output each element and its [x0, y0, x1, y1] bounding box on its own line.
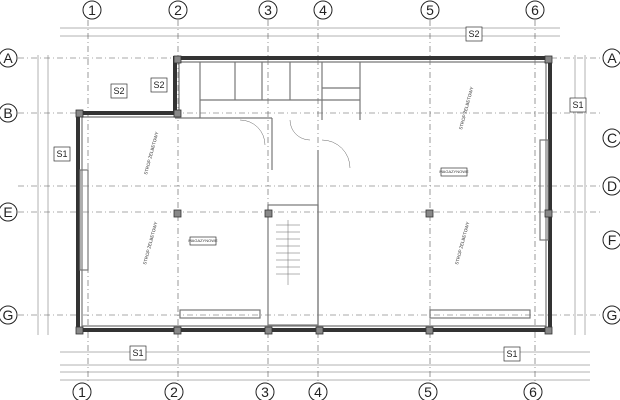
svg-text:1: 1 — [88, 2, 96, 18]
column-axis-markers-bottom: 1 2 3 4 5 6 — [72, 382, 543, 400]
svg-text:A: A — [3, 50, 13, 66]
section-markers: S2 S2 S2 S1 S1 S1 S1 — [53, 26, 587, 362]
stairs — [276, 220, 300, 285]
svg-text:C: C — [607, 130, 617, 146]
svg-text:G: G — [3, 307, 14, 323]
svg-text:4: 4 — [319, 2, 327, 18]
svg-text:2: 2 — [170, 384, 178, 400]
svg-text:G: G — [607, 307, 618, 323]
svg-text:E: E — [3, 204, 12, 220]
svg-text:S1: S1 — [56, 149, 67, 159]
svg-text:D: D — [607, 178, 617, 194]
svg-text:1: 1 — [78, 384, 86, 400]
svg-text:S1: S1 — [572, 100, 583, 110]
svg-text:STROP ŻELBETOWY: STROP ŻELBETOWY — [453, 221, 470, 265]
svg-text:3: 3 — [261, 384, 269, 400]
svg-text:S2: S2 — [468, 29, 479, 39]
svg-text:MAGAZYNOWE: MAGAZYNOWE — [439, 169, 469, 174]
svg-text:B: B — [3, 105, 12, 121]
svg-text:2: 2 — [174, 2, 182, 18]
svg-text:S2: S2 — [153, 80, 164, 90]
grid-lines — [18, 20, 602, 382]
svg-text:6: 6 — [531, 2, 539, 18]
svg-text:S2: S2 — [113, 86, 124, 96]
row-axis-markers-left: A B E G — [0, 48, 18, 325]
dimension-lines — [37, 27, 590, 381]
svg-text:S1: S1 — [506, 349, 517, 359]
svg-text:5: 5 — [426, 2, 434, 18]
svg-text:F: F — [608, 232, 617, 248]
svg-text:STROP ŻELBETOWY: STROP ŻELBETOWY — [142, 131, 159, 175]
svg-text:3: 3 — [264, 2, 272, 18]
column-axis-markers-top: 1 2 3 4 5 6 — [82, 0, 545, 20]
svg-text:MAGAZYNOWE: MAGAZYNOWE — [188, 238, 218, 243]
svg-text:5: 5 — [424, 384, 432, 400]
svg-text:S1: S1 — [132, 348, 143, 358]
svg-text:6: 6 — [529, 384, 537, 400]
row-axis-markers-right: A C D F G — [602, 48, 620, 325]
structural-columns — [75, 55, 553, 335]
svg-text:4: 4 — [314, 384, 322, 400]
building-walls — [76, 56, 552, 332]
svg-text:STROP ŻELBETOWY: STROP ŻELBETOWY — [141, 221, 158, 265]
svg-text:A: A — [607, 50, 617, 66]
svg-text:STROP ŻELBETOWY: STROP ŻELBETOWY — [457, 86, 474, 130]
